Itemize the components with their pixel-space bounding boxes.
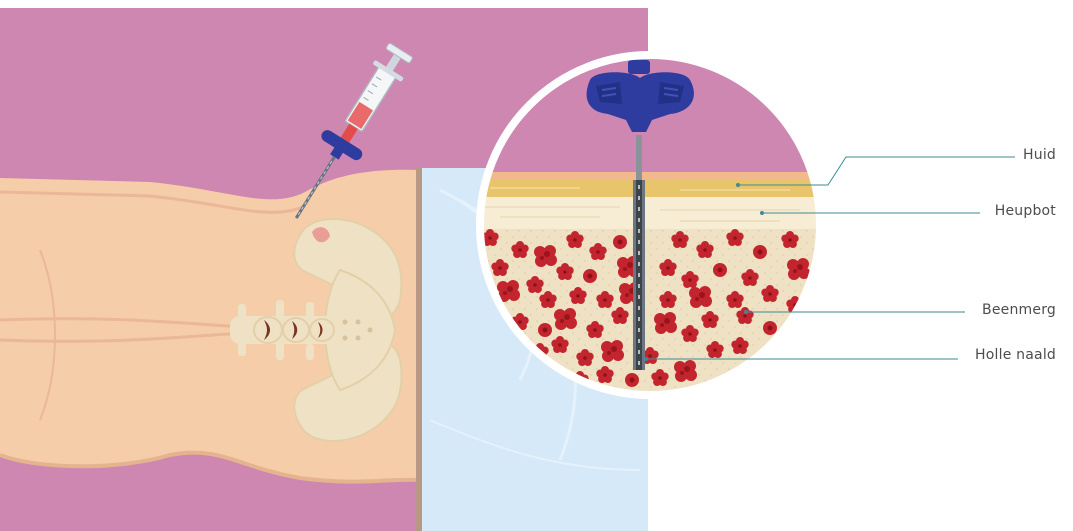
label-hip-bone: Heupbot xyxy=(995,203,1056,219)
label-bone-marrow: Beenmerg xyxy=(982,302,1056,318)
label-skin: Huid xyxy=(1023,147,1056,163)
label-hollow-needle: Holle naald xyxy=(975,347,1056,363)
skin-layer xyxy=(470,172,830,180)
